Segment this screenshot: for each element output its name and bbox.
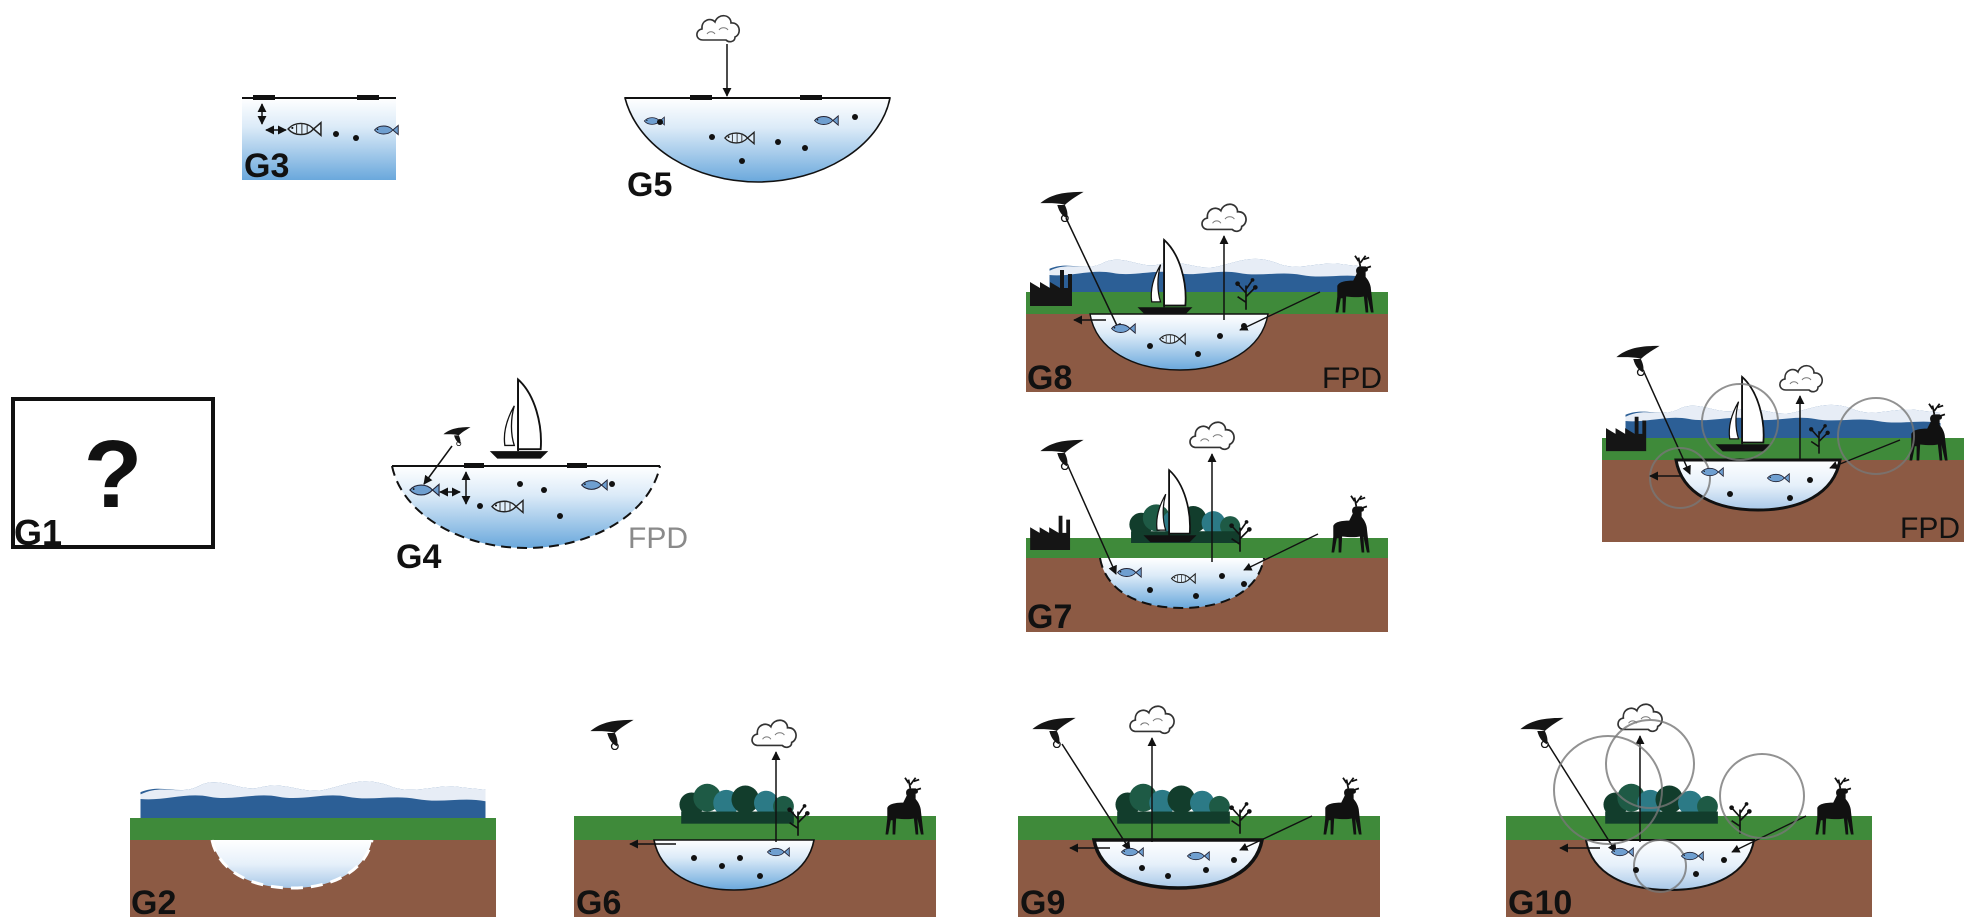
particle-dot (1241, 323, 1247, 329)
particle-dot (1139, 865, 1145, 871)
g5-marker (800, 95, 822, 100)
panel-g11: FPD (1602, 346, 1964, 545)
panel-g5: G5 (625, 16, 890, 204)
sailboat-icon (490, 379, 548, 458)
particle-dot (333, 131, 339, 137)
cloud-icon (752, 720, 796, 747)
g7-label: G7 (1027, 598, 1072, 636)
panel-g2: G2 (130, 781, 496, 917)
cloud-icon (1190, 422, 1234, 449)
cloud-icon (697, 16, 739, 42)
g8-grass (1026, 292, 1388, 314)
cloud-icon (1780, 366, 1822, 392)
particle-dot (541, 487, 547, 493)
g4-basin (392, 466, 660, 548)
particle-dot (775, 139, 781, 145)
g11-fpd-label: FPD (1900, 512, 1960, 545)
particle-dot (719, 863, 725, 869)
particle-dot (1241, 581, 1247, 587)
g8-fpd-label: FPD (1322, 362, 1382, 395)
particle-dot (557, 513, 563, 519)
g11-grass (1602, 438, 1964, 460)
particle-dot (1195, 351, 1201, 357)
g1-label: G1 (14, 512, 62, 553)
g3-marker (253, 95, 275, 100)
g2-label: G2 (131, 884, 176, 917)
g4-marker (567, 463, 587, 468)
g8-label: G8 (1027, 359, 1072, 397)
particle-dot (1219, 573, 1225, 579)
g5-label: G5 (627, 166, 672, 204)
g2-grass (130, 818, 496, 840)
g6-label: G6 (576, 884, 621, 917)
particle-dot (1165, 873, 1171, 879)
particle-dot (1721, 857, 1727, 863)
particle-dot (1807, 477, 1813, 483)
particle-dot (1727, 491, 1733, 497)
particle-dot (691, 855, 697, 861)
mountains (141, 781, 486, 822)
mountains (1050, 259, 1365, 296)
particle-dot (353, 135, 359, 141)
g1-question-mark: ? (84, 421, 143, 528)
trees (1115, 784, 1229, 824)
panel-g7: G7 (1026, 422, 1388, 636)
particle-dot (1193, 593, 1199, 599)
particle-dot (477, 503, 483, 509)
bird-icon (443, 427, 470, 446)
panel-g9: G9 (1018, 706, 1380, 917)
panel-g8: FPD G8 (1026, 192, 1388, 397)
particle-dot (1147, 587, 1153, 593)
bird-icon (1520, 718, 1563, 748)
particle-dot (757, 873, 763, 879)
particle-dot (1787, 495, 1793, 501)
g10-label: G10 (1508, 884, 1572, 917)
particle-dot (802, 145, 808, 151)
particle-dot (852, 114, 858, 120)
particle-dot (1633, 867, 1639, 873)
particle-dot (1147, 343, 1153, 349)
g3-label: G3 (244, 147, 289, 185)
particle-dot (1217, 333, 1223, 339)
panel-g4: FPD G4 (392, 379, 688, 576)
bird-icon (590, 720, 633, 750)
g9-label: G9 (1020, 884, 1065, 917)
particle-dot (657, 119, 663, 125)
cloud-icon (1130, 706, 1174, 733)
bird-icon (1032, 718, 1075, 748)
particle-dot (739, 158, 745, 164)
particle-dot (609, 481, 615, 487)
g5-marker (690, 95, 712, 100)
g4-label: G4 (396, 538, 441, 576)
particle-dot (1203, 867, 1209, 873)
panel-g6: G6 (574, 720, 936, 917)
particle-dot (1693, 871, 1699, 877)
particle-dot (517, 481, 523, 487)
panel-g1: ? G1 (13, 399, 213, 553)
factory-icon (1030, 516, 1070, 550)
bird-icon (1040, 192, 1083, 222)
g3-marker (357, 95, 379, 100)
g4-fpd-label: FPD (628, 522, 688, 555)
cloud-icon (1202, 204, 1246, 231)
bird-icon (1040, 440, 1083, 470)
panel-g3: G3 (242, 95, 398, 185)
particle-dot (709, 134, 715, 140)
panel-g10: G10 (1506, 704, 1872, 917)
particle-dot (1231, 857, 1237, 863)
bird-icon (1616, 346, 1659, 376)
particle-dot (737, 855, 743, 861)
g4-marker (464, 463, 484, 468)
